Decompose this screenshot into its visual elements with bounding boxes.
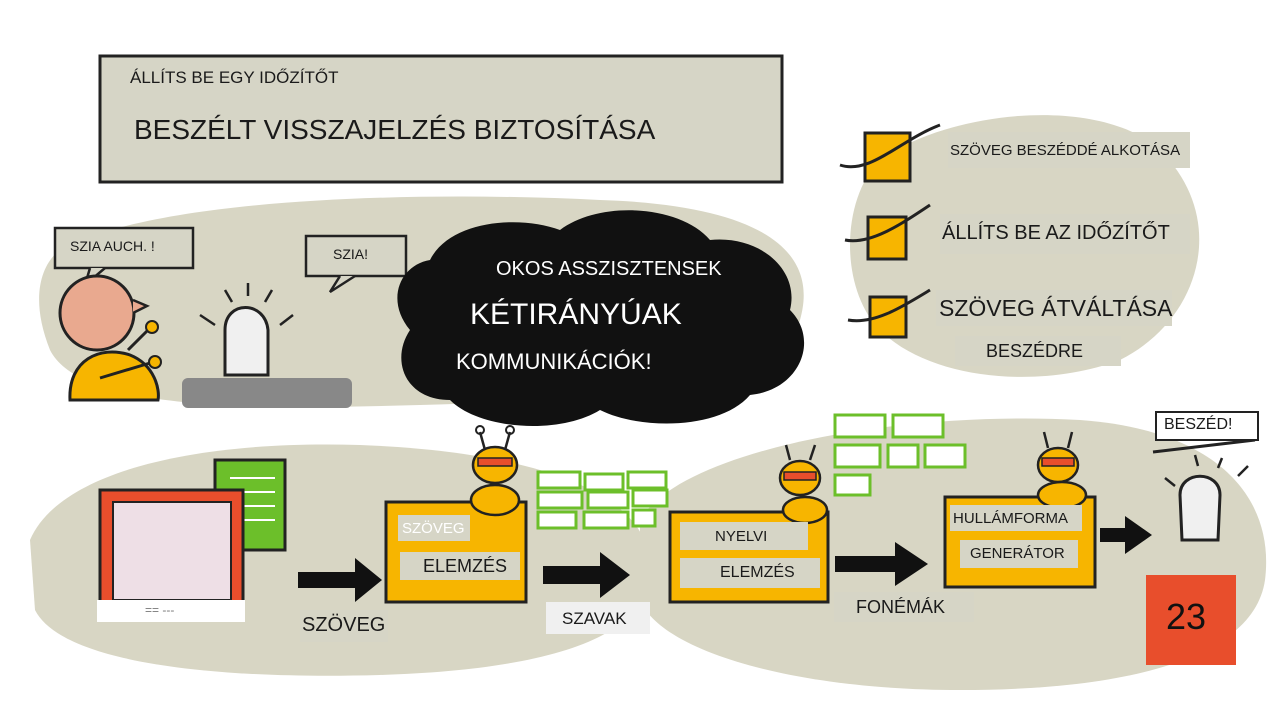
- checklist-item-1: SZÖVEG BESZÉDDÉ ALKOTÁSA: [950, 142, 1181, 159]
- robot-1: [469, 425, 521, 517]
- box-3-line-1: HULLÁMFORMA: [953, 510, 1069, 527]
- smart-speaker: [223, 306, 270, 377]
- arrow-3-label: FONÉMÁK: [856, 597, 946, 617]
- checklist-item-4: BESZÉDRE: [986, 341, 1084, 361]
- cloud-line-3: KOMMUNIKÁCIÓK!: [456, 349, 652, 374]
- speech-bubble-output-text: BESZÉD!: [1164, 416, 1233, 433]
- header-subtitle: ÁLLÍTS BE EGY IDŐZÍTŐT: [130, 68, 339, 87]
- arrow-4: [1100, 516, 1152, 554]
- robot-2: [778, 444, 829, 525]
- box-2-line-2: ELEMZÉS: [720, 564, 795, 581]
- speaker-shadow: [182, 378, 352, 408]
- device-bubble-text: SZIA!: [333, 246, 369, 262]
- box-1-line-2: ELEMZÉS: [423, 556, 508, 576]
- header-title: BESZÉLT VISSZAJELZÉS BIZTOSÍTÁSA: [134, 114, 656, 145]
- human-body: [68, 350, 160, 402]
- arrow-1: [298, 558, 382, 602]
- word-tiles: [536, 470, 669, 530]
- box-1-line-1: SZÖVEG: [402, 520, 465, 537]
- human-bubble: [53, 226, 195, 270]
- page-badge: [1146, 575, 1236, 665]
- cloud-line-1: OKOS ASSZISZTENSEK: [496, 258, 722, 280]
- page-number: 23: [1166, 596, 1207, 637]
- human-bubble-text: SZIA AUCH. !: [70, 238, 155, 254]
- box-3-line-2: GENERÁTOR: [970, 545, 1065, 562]
- checklist-item-2: ÁLLÍTS BE AZ IDŐZÍTŐT: [942, 222, 1170, 244]
- checkbox-1: [863, 131, 912, 183]
- arrow-1-label: SZÖVEG: [302, 614, 386, 636]
- arrow-3: [835, 542, 928, 586]
- device-bubble: [304, 234, 408, 278]
- arrow-2: [543, 552, 630, 598]
- human-head: [58, 274, 136, 352]
- checklist-item-3: SZÖVEG ÁTVÁLTÁSA: [939, 295, 1173, 321]
- output-speaker: [1178, 474, 1222, 542]
- dark-cloud: [397, 210, 805, 427]
- monitor-screen: [112, 501, 232, 601]
- cloud-line-2: KÉTIRÁNYÚAK: [470, 298, 682, 331]
- phoneme-tiles: [833, 413, 967, 497]
- speech-bubble-output: [1155, 411, 1259, 441]
- arrow-2-label: SZAVAK: [562, 609, 627, 628]
- box-2-line-1: NYELVI: [715, 528, 768, 545]
- screen-caption: == ---: [145, 603, 175, 617]
